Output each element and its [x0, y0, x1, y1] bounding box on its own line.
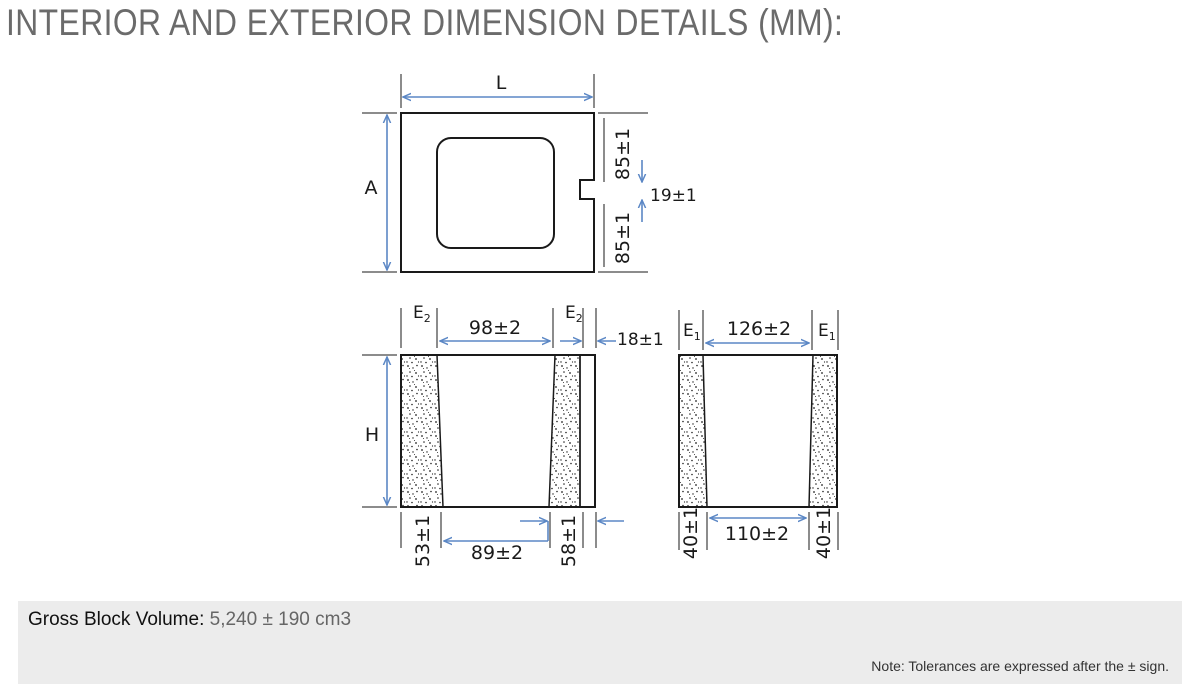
- inner-bottom-label: 89±2: [471, 542, 523, 564]
- right-wall-bottom-label: 58±1: [558, 515, 580, 567]
- volume-info-box: Gross Block Volume: 5,240 ± 190 cm3 Note…: [18, 601, 1182, 684]
- left-section: H E2 E2 98±2 18±1 89±2 53±1 58±1: [362, 303, 664, 567]
- right-right-wall-bottom-label: 40±1: [813, 507, 835, 559]
- right-section-wall-left: [678, 354, 708, 508]
- page-title: INTERIOR AND EXTERIOR DIMENSION DETAILS …: [6, 2, 844, 43]
- left-section-wall-left: [400, 354, 444, 508]
- left-wall-bottom-label: 53±1: [412, 515, 434, 567]
- top-view-cavity: [436, 137, 555, 249]
- right-section: E1 E1 126±2 110±2 40±1 40±1: [678, 310, 839, 559]
- left-e2-label-b: E2: [565, 303, 583, 325]
- gross-volume-line: Gross Block Volume: 5,240 ± 190 cm3: [28, 609, 351, 631]
- notch-label: 19±1: [650, 186, 697, 206]
- lower-wall-label: 85±1: [612, 212, 634, 264]
- right-e1-label-a: E1: [683, 321, 701, 343]
- width-label: A: [365, 177, 378, 199]
- inner-top-label: 98±2: [469, 317, 521, 339]
- gross-volume-label: Gross Block Volume:: [28, 609, 205, 630]
- top-view-outline: [400, 112, 595, 273]
- block-dimension-diagram: L A 85±1 85±1 19±1 H E2 E2: [362, 72, 839, 567]
- right-section-outline: [678, 354, 838, 508]
- right-section-wall-right: [808, 354, 838, 508]
- right-inner-bottom-label: 110±2: [725, 523, 789, 545]
- tolerance-note: Note: Tolerances are expressed after the…: [871, 658, 1169, 674]
- length-label: L: [496, 72, 507, 94]
- top-view: L A 85±1 85±1 19±1: [362, 72, 697, 273]
- left-e2-label-a: E2: [413, 303, 431, 325]
- gross-volume-value: 5,240 ± 190 cm3: [209, 609, 352, 630]
- height-label: H: [365, 424, 379, 446]
- upper-wall-label: 85±1: [612, 128, 634, 180]
- left-section-outline: [400, 354, 596, 508]
- right-e1-label-b: E1: [818, 321, 836, 343]
- left-section-wall-right: [548, 354, 581, 508]
- side-offset-label: 18±1: [617, 330, 664, 350]
- right-left-wall-bottom-label: 40±1: [680, 507, 702, 559]
- right-inner-top-label: 126±2: [727, 318, 791, 340]
